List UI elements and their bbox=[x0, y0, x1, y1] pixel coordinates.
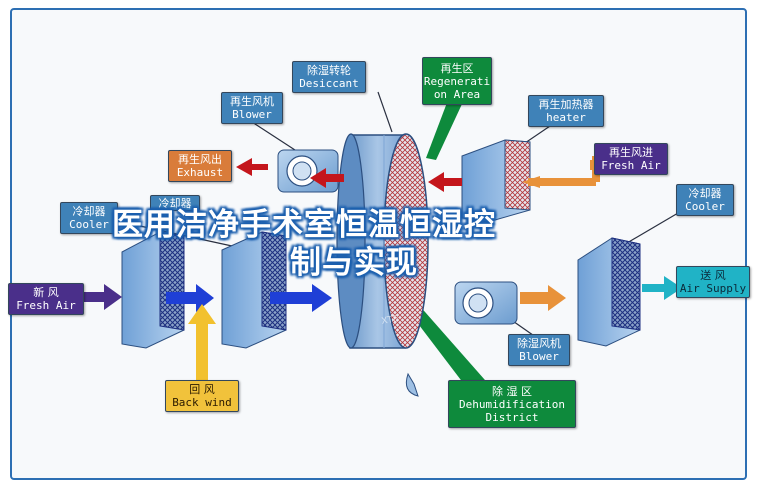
label-regen-fresh-air-en: Fresh Air bbox=[601, 159, 661, 172]
left-cooler-outer bbox=[121, 231, 185, 349]
label-back-wind: 回 风 Back wind bbox=[165, 380, 239, 412]
regen-air-arrow bbox=[428, 172, 462, 192]
regeneration-blower bbox=[277, 149, 339, 193]
regeneration-heater bbox=[461, 139, 531, 223]
label-cooler-right: 冷却器 Cooler bbox=[676, 184, 734, 216]
label-exhaust: 再生风出 Exhaust bbox=[168, 150, 232, 182]
regeneration-pointer bbox=[426, 100, 462, 160]
label-dehum-district-en2: District bbox=[485, 410, 539, 424]
left-cooler-inner bbox=[221, 231, 287, 349]
label-desiccant-en: Desiccant bbox=[299, 77, 359, 90]
exhaust-arrow-1 bbox=[310, 168, 344, 188]
label-cooler-left-en: Cooler bbox=[69, 218, 109, 231]
label-desiccant-zh: 除湿转轮 bbox=[307, 64, 351, 77]
label-regen-heater-zh: 再生加热器 bbox=[538, 98, 594, 111]
process-air-arrow-2 bbox=[270, 284, 332, 312]
label-regen-fresh-air: 再生风进 Fresh Air bbox=[594, 143, 668, 175]
fresh-air-arrow bbox=[84, 284, 122, 310]
label-regen-blower-en: Blower bbox=[232, 108, 272, 121]
label-desiccant: 除湿转轮 Desiccant bbox=[292, 61, 366, 93]
label-air-supply: 送 风 Air Supply bbox=[676, 266, 750, 298]
exhaust-arrow-2 bbox=[236, 158, 268, 176]
label-exhaust-en: Exhaust bbox=[176, 166, 224, 179]
watermark: XTE bbox=[381, 314, 400, 327]
label-regeneration-area: 再生区 Regenerati on Area bbox=[422, 57, 492, 105]
label-dehum-blower-zh: 除湿风机 bbox=[517, 337, 561, 350]
headline-line-1: 医用洁净手术室恒温恒湿控 bbox=[112, 207, 496, 243]
label-dehumidification-district: 除 湿 区 Dehumidification District bbox=[448, 380, 576, 428]
label-fresh-air: 新 风 Fresh Air bbox=[8, 283, 84, 315]
label-dehum-blower-en: Blower bbox=[519, 350, 559, 363]
right-cooler bbox=[577, 237, 641, 347]
desiccant-wheel bbox=[336, 133, 429, 349]
label-cooler-right-en: Cooler bbox=[685, 200, 725, 213]
label-cooler-right-zh: 冷却器 bbox=[688, 187, 722, 200]
label-back-wind-en: Back wind bbox=[172, 396, 232, 409]
label-regeneration-heater: 再生加热器 heater bbox=[528, 95, 604, 127]
label-back-wind-zh: 回 风 bbox=[189, 383, 215, 396]
label-dehumidification-blower: 除湿风机 Blower bbox=[508, 334, 570, 366]
label-regen-area-en1: Regenerati bbox=[423, 74, 491, 88]
label-exhaust-zh: 再生风出 bbox=[178, 153, 222, 166]
label-fresh-air-en: Fresh Air bbox=[16, 299, 76, 312]
label-dehum-district-zh: 除 湿 区 bbox=[492, 384, 532, 398]
headline-line-2: 制与实现 bbox=[290, 245, 418, 281]
label-cooler-left-zh: 冷却器 bbox=[72, 205, 106, 218]
label-regen-area-zh: 再生区 bbox=[440, 61, 474, 75]
label-regen-heater-en: heater bbox=[546, 111, 586, 124]
label-cooler-left: 冷却器 Cooler bbox=[60, 202, 118, 234]
label-regen-blower-zh: 再生风机 bbox=[230, 95, 274, 108]
label-cooler-left-2-zh: 冷却器 bbox=[158, 196, 192, 210]
headline: 医用洁净手术室恒温恒湿控 制与实现 bbox=[112, 206, 672, 282]
rotation-arrow bbox=[405, 372, 419, 397]
back-wind-arrow bbox=[188, 304, 216, 380]
label-regeneration-blower: 再生风机 Blower bbox=[221, 92, 283, 124]
air-supply-arrow bbox=[642, 276, 682, 300]
supply-air-arrow-1 bbox=[520, 285, 566, 311]
label-air-supply-en: Air Supply bbox=[679, 282, 747, 295]
dehumidification-blower bbox=[454, 281, 518, 325]
label-cooler-left-2: 冷却器 bbox=[150, 195, 200, 211]
label-fresh-air-zh: 新 风 bbox=[33, 286, 59, 299]
label-dehum-district-en1: Dehumidification bbox=[459, 397, 565, 411]
label-regen-fresh-air-zh: 再生风进 bbox=[609, 146, 653, 159]
label-air-supply-zh: 送 风 bbox=[700, 269, 726, 282]
label-regen-area-en2: on Area bbox=[433, 87, 481, 101]
dehumidification-pointer bbox=[400, 300, 492, 392]
